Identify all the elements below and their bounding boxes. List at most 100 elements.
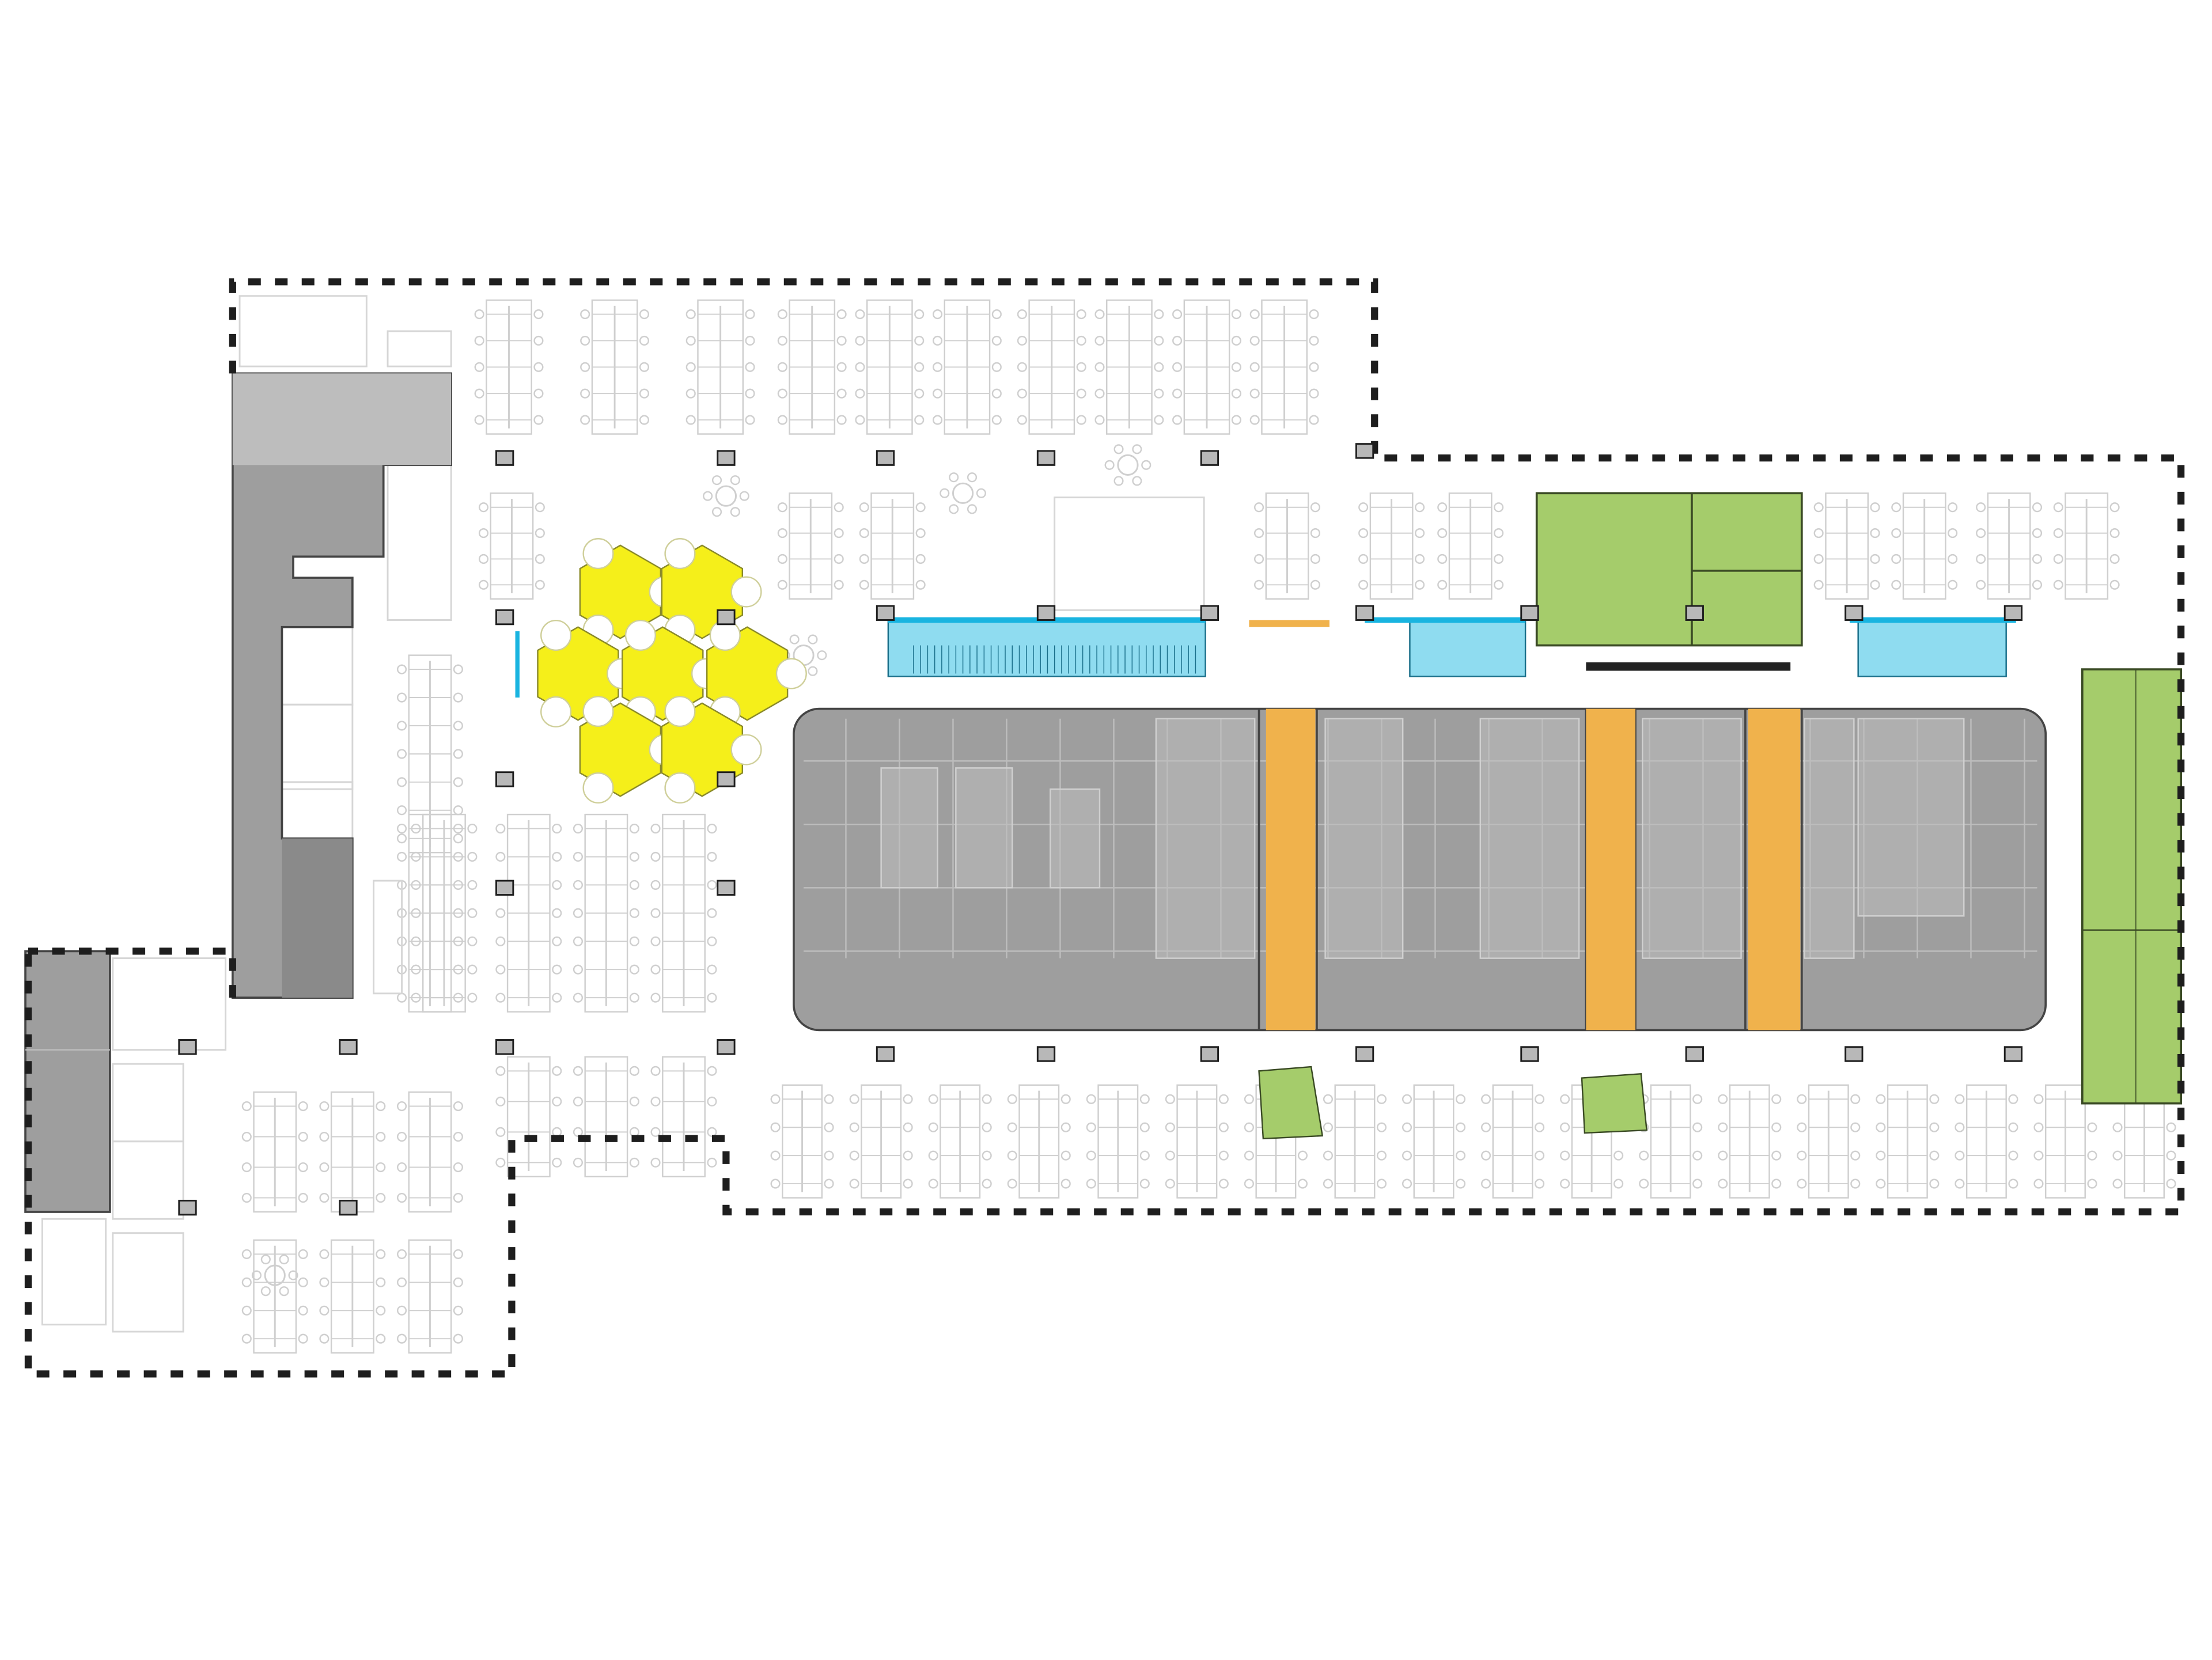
desk-cluster (1797, 1084, 1861, 1199)
chair (396, 1101, 407, 1112)
core-room (1804, 718, 1855, 959)
structural-column (876, 1046, 895, 1062)
chair (533, 415, 544, 425)
desk-outline (1808, 1084, 1849, 1199)
desk-outline (584, 1056, 628, 1178)
chair (1455, 1150, 1466, 1161)
chair (1249, 335, 1260, 346)
chair (1948, 502, 1958, 513)
chair (1165, 1094, 1175, 1104)
green-phone-booth (1581, 1072, 1647, 1134)
chair (949, 472, 959, 483)
table-top (1117, 454, 1139, 476)
structural-column (1200, 605, 1219, 621)
chair (629, 936, 639, 946)
chair (650, 992, 661, 1003)
chair (982, 1122, 992, 1132)
chair (453, 1333, 463, 1344)
structural-column (339, 1199, 358, 1216)
chair (639, 388, 650, 399)
chair (915, 554, 926, 564)
desk-outline (1097, 1084, 1139, 1199)
chair (1060, 1094, 1071, 1104)
chair (650, 936, 661, 946)
chair (1231, 362, 1241, 372)
chair (1771, 1150, 1782, 1161)
chair (650, 1127, 661, 1137)
structural-column (1844, 605, 1863, 621)
chair (1141, 460, 1152, 470)
chair (915, 528, 926, 539)
chair (1929, 1178, 1940, 1189)
chair (1481, 1178, 1491, 1189)
structural-column (1036, 605, 1056, 621)
desk-outline (253, 1239, 297, 1354)
chair (2112, 1122, 2123, 1132)
desk-cluster (474, 299, 544, 435)
chair (396, 692, 407, 703)
chair (1813, 579, 1824, 590)
chair (1172, 335, 1183, 346)
desk-outline (253, 1091, 297, 1213)
chair (1060, 1150, 1071, 1161)
chair (580, 309, 590, 320)
desk-cluster (855, 299, 925, 435)
chair (707, 1127, 717, 1137)
chair (1323, 1178, 1334, 1189)
chair (453, 1249, 463, 1259)
chair (573, 851, 584, 862)
chair (1402, 1094, 1412, 1104)
chair (650, 851, 661, 862)
chair (552, 992, 562, 1003)
chair (319, 1249, 329, 1259)
chair (1494, 528, 1504, 539)
chair (1535, 1122, 1545, 1132)
chair (1437, 502, 1448, 513)
chair (1094, 415, 1105, 425)
chair (241, 1305, 252, 1316)
structural-column (717, 771, 736, 787)
chair (396, 851, 407, 862)
chair (1976, 554, 1986, 564)
chair (1094, 362, 1105, 372)
chair (467, 992, 478, 1003)
chair (777, 415, 787, 425)
chair (1376, 1150, 1387, 1161)
chair (1249, 362, 1260, 372)
chair (478, 502, 489, 513)
chair (241, 1192, 252, 1203)
desk-cluster (1007, 1084, 1071, 1199)
chair (1231, 335, 1241, 346)
chair (849, 1122, 859, 1132)
orange-connector (1266, 708, 1316, 1030)
chair (2166, 1122, 2176, 1132)
chair (914, 335, 925, 346)
chair (1402, 1178, 1412, 1189)
desk-cluster (1402, 1084, 1466, 1199)
structural-column (339, 1039, 358, 1055)
chair (991, 388, 1002, 399)
chair (1076, 335, 1086, 346)
chair (836, 335, 847, 346)
chair (1165, 1122, 1175, 1132)
chair (855, 388, 865, 399)
chair (453, 664, 463, 674)
chair (241, 1101, 252, 1112)
chair (1094, 335, 1105, 346)
chair (2033, 1094, 2044, 1104)
chair (1172, 388, 1183, 399)
chair (495, 964, 506, 975)
chair (2008, 1150, 2018, 1161)
chair (573, 992, 584, 1003)
chair (1481, 1122, 1491, 1132)
chair (376, 1333, 386, 1344)
chair (453, 1131, 463, 1142)
chair (2008, 1122, 2018, 1132)
chair (552, 1157, 562, 1168)
chair (777, 362, 787, 372)
chair (1086, 1150, 1096, 1161)
chair (535, 528, 545, 539)
room-outline (387, 464, 452, 621)
chair (376, 1249, 386, 1259)
chair (1154, 335, 1164, 346)
